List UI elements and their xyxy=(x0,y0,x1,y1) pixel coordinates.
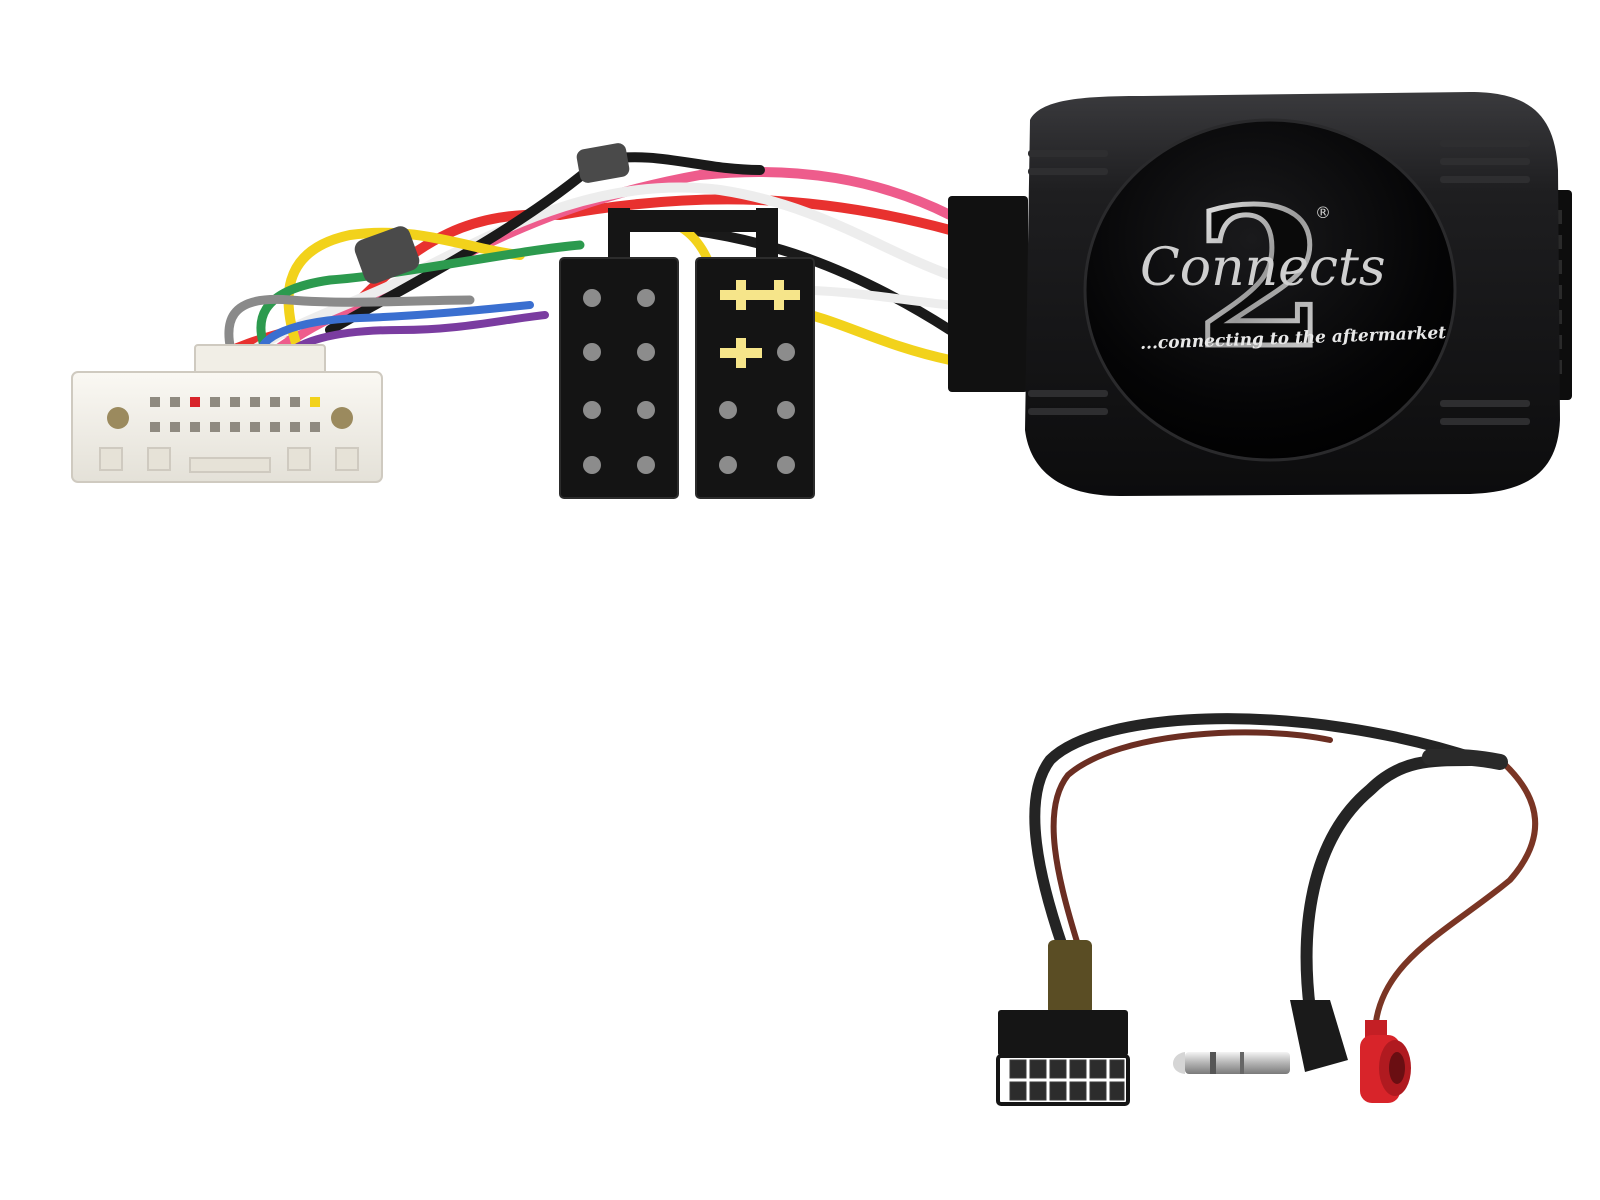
module-ribs-right xyxy=(1440,140,1530,425)
iso-connector-block-right xyxy=(695,257,815,499)
patch-lead-plug-body xyxy=(998,1010,1128,1056)
brand-registered-mark: ® xyxy=(1315,203,1331,222)
vehicle-connector-icon xyxy=(71,344,383,483)
iso-connector-block-left xyxy=(559,257,679,499)
vehicle-connector-terminal-right xyxy=(331,407,353,429)
wire-green xyxy=(256,240,585,365)
vehicle-connector-pins-top xyxy=(150,397,320,407)
cable-black-jack xyxy=(1300,754,1476,1016)
wire-blue xyxy=(254,301,534,369)
wire-white xyxy=(235,182,955,365)
cable-tie-left xyxy=(354,226,420,284)
cable-brown-main xyxy=(1050,729,1333,948)
cable-tie-top xyxy=(576,143,630,183)
jack-shaft xyxy=(1185,1052,1290,1074)
iso-connector-key-markers xyxy=(720,280,800,368)
iso-connector-icon xyxy=(559,208,815,499)
jack-ring-2 xyxy=(1240,1052,1244,1074)
module-logo-disc xyxy=(1083,118,1457,462)
iso-connector-post-left xyxy=(608,208,630,263)
jack-ring xyxy=(1210,1052,1216,1074)
cable-sheath-junction xyxy=(1422,748,1508,770)
iso-connector-pins-left xyxy=(583,289,655,474)
antenna-plug-hole xyxy=(1389,1052,1405,1084)
cable-black-main xyxy=(1029,713,1486,951)
jack-plug-icon xyxy=(1172,1000,1348,1074)
jack-tip xyxy=(1172,1052,1185,1074)
vehicle-connector-keys xyxy=(99,447,359,473)
patch-lead-plug-lower xyxy=(996,1054,1130,1106)
patch-lead-boot xyxy=(1048,940,1092,1015)
logo-mark-icon: 2 xyxy=(1195,167,1327,390)
iso-connector-pins-right xyxy=(719,343,795,474)
iso-connector-top-bracket xyxy=(608,210,778,232)
cable-brown-antenna xyxy=(1372,757,1539,1033)
patch-lead-plug-icon xyxy=(996,940,1130,1106)
interface-module: 2 ® Connects ...connecting to the afterm… xyxy=(948,92,1572,496)
brand-name: Connects xyxy=(1140,238,1386,298)
iso-connector-post-right xyxy=(756,208,778,263)
vehicle-connector-pins-bottom xyxy=(150,422,320,432)
wire-black-upper xyxy=(325,152,765,335)
antenna-plug-icon xyxy=(1360,1020,1411,1103)
antenna-plug-stem xyxy=(1365,1020,1387,1038)
jack-boot xyxy=(1290,1000,1348,1072)
patch-lead-cables xyxy=(1029,713,1539,1033)
wire-yellow-left xyxy=(283,227,525,360)
vehicle-connector-terminal-left xyxy=(107,407,129,429)
module-harness-socket xyxy=(948,196,1028,392)
module-ribs-left xyxy=(1028,150,1108,415)
patch-lead-plug-pins xyxy=(1009,1059,1125,1101)
wire-grey xyxy=(224,294,475,370)
